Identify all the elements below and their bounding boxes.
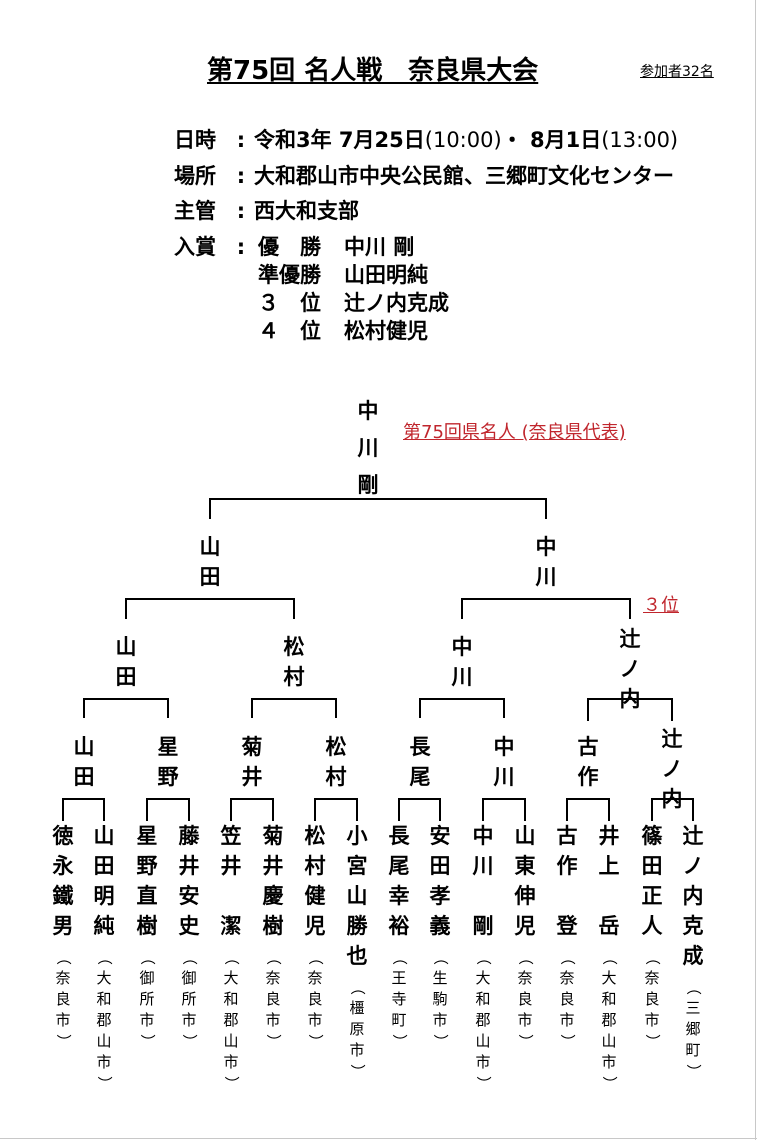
date-time-b: (13:00): [601, 128, 679, 152]
player-name: 辻ノ内克成: [682, 824, 704, 968]
award-item: 優 勝中川 剛: [258, 231, 414, 261]
player-name: 山田明純: [93, 824, 115, 938]
quarterfinalist-name: 辻ノ内: [661, 727, 683, 811]
player-name: 星野直樹: [136, 824, 158, 938]
date-value-c: ・ 8月1日: [501, 128, 602, 152]
finalist-name: 山田: [199, 535, 221, 589]
date-time-a: (10:00): [424, 128, 502, 152]
award-name: 山田明純: [344, 263, 428, 287]
player-city: （奈良市）: [54, 949, 73, 1049]
third-place-note: ３位: [643, 595, 679, 616]
award-row: 入賞:: [174, 231, 254, 261]
host-row: 主管: 西大和支部: [174, 195, 359, 225]
finalist-name: 中川: [535, 535, 557, 589]
award-label: 入賞: [174, 235, 216, 259]
player-name: 長尾幸裕: [388, 824, 410, 938]
player-name: 藤井安史: [178, 824, 200, 938]
player-name: 山東伸児: [514, 824, 536, 938]
place-label: 場所: [174, 164, 216, 188]
host-value: 西大和支部: [254, 199, 359, 223]
award-name: 松村健児: [344, 319, 428, 343]
player-name: 笠井 潔: [220, 824, 242, 938]
award-name: 中川 剛: [344, 235, 415, 259]
player-city: （御所市）: [180, 949, 199, 1049]
player-city: （奈良市）: [306, 949, 325, 1049]
host-colon: :: [236, 199, 246, 223]
player-name: 徳永鐵男: [52, 824, 74, 938]
player-name: 小宮山勝也: [346, 824, 368, 968]
champion-note: 第75回県名人 (奈良県代表): [403, 422, 626, 443]
champion-name: 中川剛: [357, 399, 379, 497]
quarterfinalist-name: 菊井: [241, 735, 263, 789]
participant-count: 参加者32名: [640, 64, 714, 80]
page-border-right: [755, 0, 756, 1140]
award-rank: ４ 位: [258, 319, 321, 343]
player-city: （奈良市）: [643, 949, 662, 1049]
place-row: 場所: 大和郡山市中央公民館、三郷町文化センター: [174, 160, 674, 190]
player-name: 中川 剛: [472, 824, 494, 938]
award-item: 準優勝山田明純: [258, 259, 428, 289]
player-city: （奈良市）: [516, 949, 535, 1049]
place-value: 大和郡山市中央公民館、三郷町文化センター: [254, 164, 674, 188]
player-city: （三郷町）: [684, 979, 703, 1079]
quarterfinalist-name: 中川: [493, 735, 515, 789]
award-item: ３ 位辻ノ内克成: [258, 287, 449, 317]
player-city: （大和郡山市）: [95, 949, 114, 1091]
award-colon: :: [236, 235, 246, 259]
player-city: （生駒市）: [431, 949, 450, 1049]
player-city: （御所市）: [138, 949, 157, 1049]
host-label: 主管: [174, 199, 216, 223]
player-city: （大和郡山市）: [474, 949, 493, 1091]
player-name: 井上 岳: [598, 824, 620, 938]
player-city: （王寺町）: [390, 949, 409, 1049]
award-rank: 準優勝: [258, 263, 321, 287]
quarterfinalist-name: 星野: [157, 735, 179, 789]
page-title: 第75回 名人戦 奈良県大会: [207, 56, 539, 86]
page-border-bottom: [0, 1138, 757, 1139]
player-name: 篠田正人: [641, 824, 663, 938]
player-city: （大和郡山市）: [600, 949, 619, 1091]
player-city: （奈良市）: [264, 949, 283, 1049]
player-name: 安田孝義: [429, 824, 451, 938]
semifinalist-name: 松村: [283, 635, 305, 689]
date-colon: :: [236, 128, 246, 152]
award-rank: 優 勝: [258, 235, 321, 259]
quarterfinalist-name: 古作: [577, 735, 599, 789]
award-item: ４ 位松村健児: [258, 315, 428, 345]
date-label: 日時: [174, 128, 216, 152]
place-colon: :: [236, 164, 246, 188]
quarterfinalist-name: 長尾: [409, 735, 431, 789]
player-name: 菊井慶樹: [262, 824, 284, 938]
player-name: 松村健児: [304, 824, 326, 938]
award-rank: ３ 位: [258, 291, 321, 315]
semifinalist-name: 山田: [115, 635, 137, 689]
semifinalist-name: 辻ノ内: [619, 627, 641, 711]
player-city: （橿原市）: [348, 979, 367, 1079]
player-city: （大和郡山市）: [222, 949, 241, 1091]
player-name: 古作 登: [556, 824, 578, 938]
award-name: 辻ノ内克成: [344, 291, 449, 315]
semifinalist-name: 中川: [451, 635, 473, 689]
date-value-a: 令和3年 7月25日: [254, 128, 425, 152]
date-row: 日時: 令和3年 7月25日(10:00)・ 8月1日(13:00): [174, 124, 678, 154]
quarterfinalist-name: 松村: [325, 735, 347, 789]
quarterfinalist-name: 山田: [73, 735, 95, 789]
player-city: （奈良市）: [558, 949, 577, 1049]
